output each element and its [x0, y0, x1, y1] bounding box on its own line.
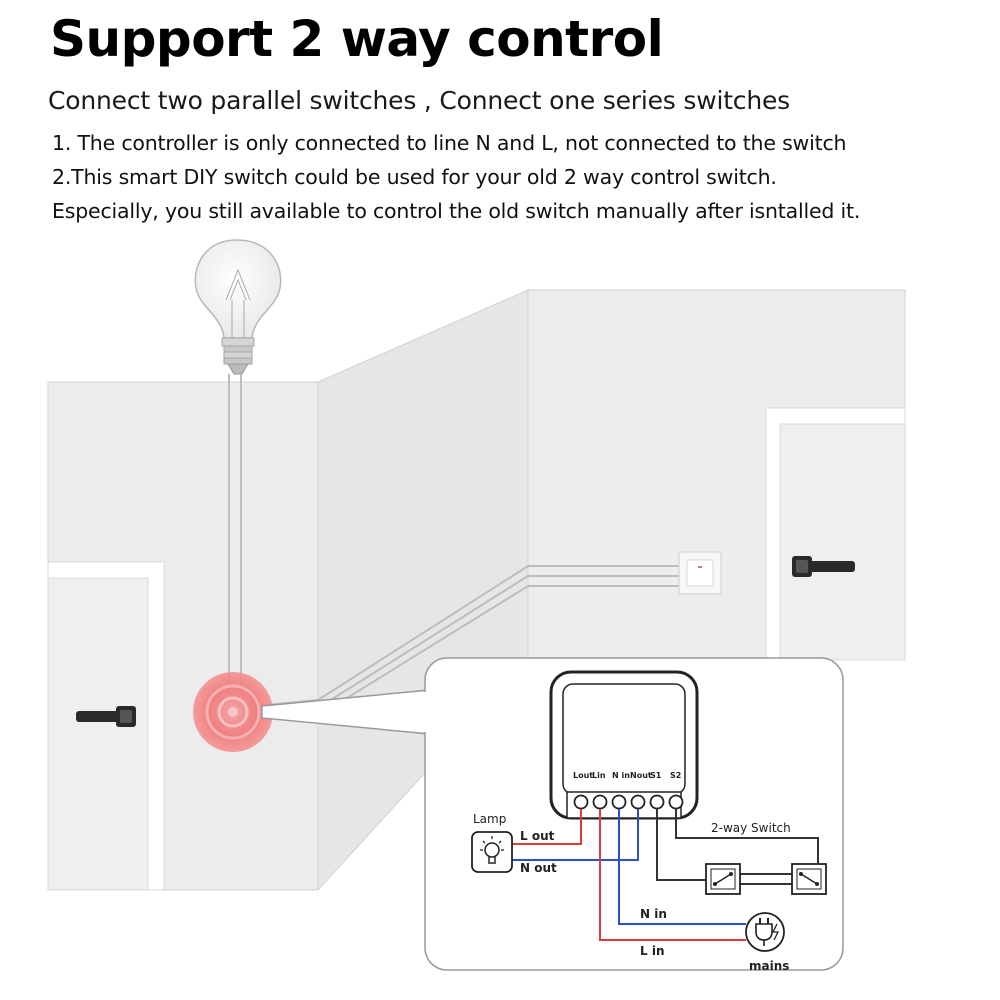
- two-way-switch-label: 2-way Switch: [711, 821, 791, 835]
- mains-label: mains: [749, 959, 789, 973]
- n-out-label: N out: [520, 861, 557, 875]
- wiring-diagram: Lout Lin N in Nout S1 S2: [423, 657, 844, 973]
- lamp-icon: [471, 831, 513, 873]
- wire-l-out: [512, 809, 582, 845]
- wire-l-in: [599, 809, 746, 941]
- terminal-label-lout: Lout: [573, 771, 593, 780]
- controller-highlight: [193, 672, 273, 752]
- lamp-label: Lamp: [473, 812, 506, 826]
- n-in-label: N in: [640, 907, 667, 921]
- door-handle-icon: [76, 706, 136, 727]
- terminal-label-lin: Lin: [592, 771, 606, 780]
- l-in-label: L in: [640, 944, 664, 958]
- wire-n-out: [512, 809, 639, 861]
- page-title: Support 2 way control: [50, 10, 664, 68]
- switch-icon: [705, 863, 741, 895]
- terminals: [573, 794, 684, 810]
- light-bulb-icon: [194, 239, 282, 375]
- l-out-label: L out: [520, 829, 555, 843]
- note-3: Especially, you still available to contr…: [52, 199, 861, 223]
- wire-n-in: [618, 809, 746, 925]
- terminal-label-nout: Nout: [630, 771, 652, 780]
- note-2: 2.This smart DIY switch could be used fo…: [52, 165, 777, 189]
- note-1: 1. The controller is only connected to l…: [52, 131, 847, 155]
- switch-icon: [791, 863, 827, 895]
- terminal-label-s1: S1: [650, 771, 662, 780]
- terminal-label-nin: N in: [612, 771, 630, 780]
- plug-icon: [745, 912, 785, 952]
- page-subtitle: Connect two parallel switches , Connect …: [48, 86, 790, 115]
- terminal-label-s2: S2: [670, 771, 681, 780]
- door-handle-icon: [792, 556, 855, 577]
- right-door: [765, 407, 906, 661]
- wire-s1: [656, 809, 706, 881]
- wall-wires: [228, 374, 680, 719]
- wire-s2: [675, 809, 819, 866]
- wall-switch: [678, 551, 722, 595]
- left-door: [47, 561, 165, 891]
